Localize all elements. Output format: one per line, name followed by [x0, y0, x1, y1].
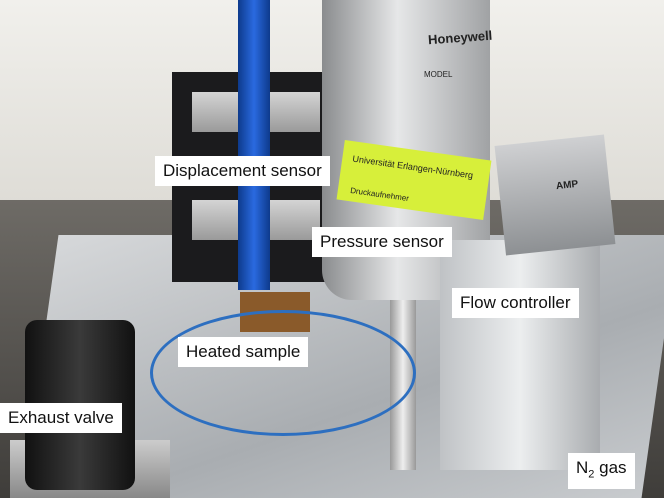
label-displacement-sensor: Displacement sensor: [155, 156, 330, 186]
n2-gas-text: gas: [594, 458, 627, 477]
label-exhaust-valve: Exhaust valve: [0, 403, 122, 433]
n2-n: N: [576, 458, 589, 477]
amp-connector-text: AMP: [555, 178, 579, 193]
n2-subscript: 2: [588, 468, 595, 481]
amp-connector: [494, 134, 616, 256]
flow-controller-body: [440, 240, 600, 470]
label-flow-controller: Flow controller: [452, 288, 579, 318]
displacement-sensor-rod: [238, 0, 270, 290]
blue-tube: [150, 310, 416, 436]
model-text: MODEL: [424, 70, 453, 79]
label-pressure-sensor: Pressure sensor: [312, 227, 452, 257]
label-n2-gas: N2 gas: [568, 453, 635, 490]
label-heated-sample: Heated sample: [178, 337, 309, 367]
